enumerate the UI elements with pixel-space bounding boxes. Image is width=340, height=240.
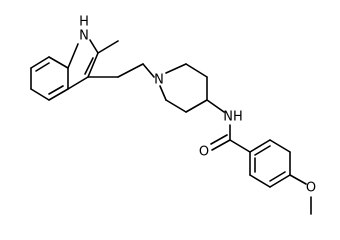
methoxy-o-label: O bbox=[306, 181, 316, 196]
chemical-structure: N H N NH O bbox=[30, 15, 316, 215]
amide-carbonyl bbox=[210, 124, 251, 153]
indole-n-label: N bbox=[79, 29, 89, 44]
methyl-bond bbox=[97, 40, 119, 54]
indole-benzene-ring bbox=[30, 56, 69, 101]
piperidine-ring bbox=[159, 63, 208, 113]
indole-h-label: H bbox=[79, 15, 89, 30]
methoxy-o-bond bbox=[289, 174, 307, 185]
amide-nh-label: NH bbox=[223, 110, 243, 125]
carbonyl-o-label: O bbox=[199, 145, 209, 160]
ethyl-linker bbox=[87, 63, 155, 78]
piperidine-n-label: N bbox=[154, 73, 164, 88]
methoxyphenyl-ring bbox=[249, 139, 291, 188]
indole-pyrrole-ring bbox=[67, 39, 99, 90]
c4-n-bond bbox=[206, 99, 225, 113]
